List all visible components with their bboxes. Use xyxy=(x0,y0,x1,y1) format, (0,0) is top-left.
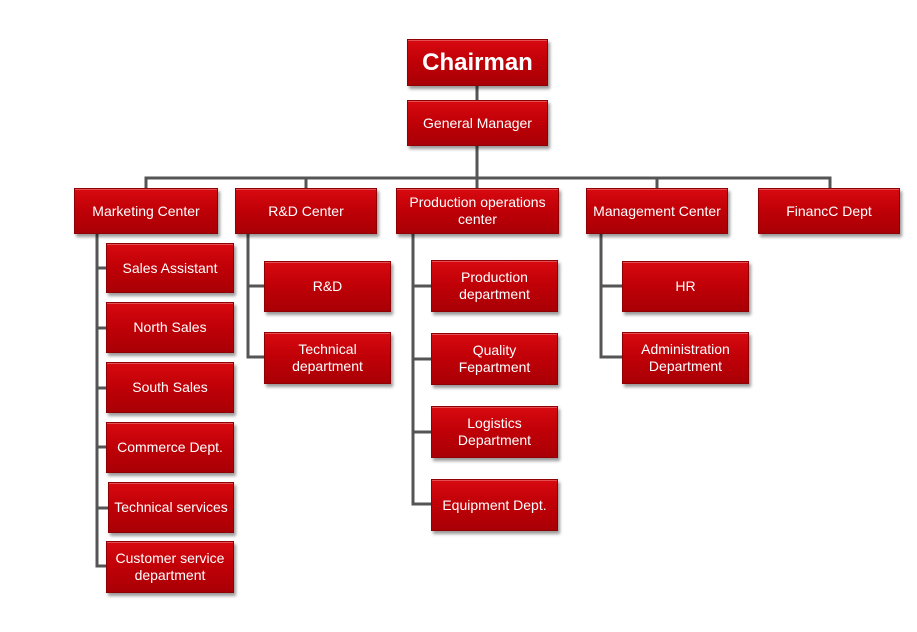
general-manager-box: General Manager xyxy=(407,100,548,146)
north-sales-box: North Sales xyxy=(106,302,234,353)
production-center-box: Production operations center xyxy=(396,188,559,234)
rnd-box: R&D xyxy=(264,261,391,312)
chairman-box: Chairman xyxy=(407,39,548,86)
sales-assistant-box: Sales Assistant xyxy=(106,243,234,293)
hr-box: HR xyxy=(622,261,749,312)
equipment-dept-box: Equipment Dept. xyxy=(431,479,558,531)
customer-service-box: Customer service department xyxy=(106,541,234,593)
south-sales-box: South Sales xyxy=(106,362,234,413)
production-department-box: Production department xyxy=(431,260,558,312)
management-center-box: Management Center xyxy=(586,188,728,234)
technical-department-box: Technical department xyxy=(264,332,391,384)
finance-dept-box: FinancC Dept xyxy=(758,188,900,234)
logistics-department-box: Logistics Department xyxy=(431,406,558,458)
technical-services-box: Technical services xyxy=(108,482,234,533)
commerce-dept-box: Commerce Dept. xyxy=(106,422,234,473)
rnd-center-box: R&D Center xyxy=(235,188,377,234)
quality-department-box: Quality Fepartment xyxy=(431,333,558,385)
administration-department-box: Administration Department xyxy=(622,332,749,384)
marketing-center-box: Marketing Center xyxy=(74,188,218,234)
